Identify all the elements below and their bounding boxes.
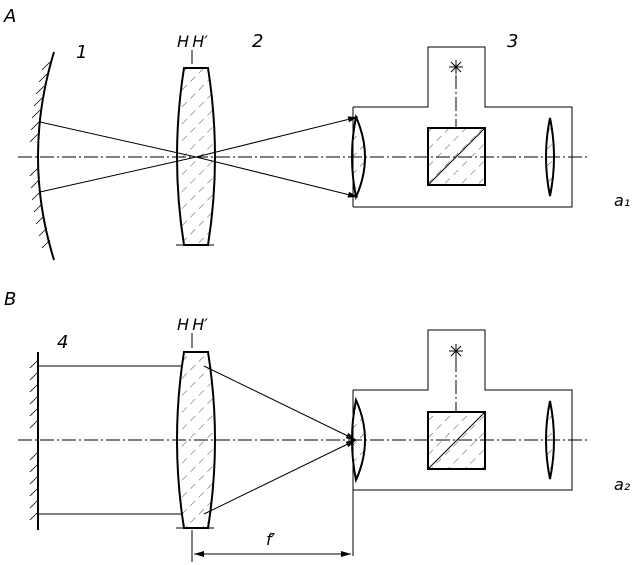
objective-lens-bottom xyxy=(176,351,216,529)
panel-label-a: A xyxy=(3,6,16,27)
distance-label-a1: a₁ xyxy=(614,191,630,210)
asterisk-icon xyxy=(449,344,463,358)
focal-length-dimension xyxy=(191,530,351,562)
focal-length-label: f′ xyxy=(266,530,276,549)
flat-mirror xyxy=(29,352,39,530)
panel-label-b: B xyxy=(4,289,16,310)
mirror-label-1: 1 xyxy=(76,42,87,63)
asterisk-icon xyxy=(449,60,463,74)
distance-label-a2: a₂ xyxy=(614,475,631,494)
mirror-label-4: 4 xyxy=(57,332,68,353)
autocollimator-top xyxy=(351,46,573,208)
principal-planes-label-a: H H′ xyxy=(177,32,208,51)
autocollimator-label-3: 3 xyxy=(507,31,518,52)
principal-planes-label-b: H H′ xyxy=(177,315,208,334)
rays-bottom xyxy=(38,365,357,515)
autocollimator-bottom xyxy=(351,329,573,556)
lens-label-2: 2 xyxy=(252,31,263,52)
concave-mirror xyxy=(29,51,55,261)
rays-top xyxy=(39,116,359,198)
